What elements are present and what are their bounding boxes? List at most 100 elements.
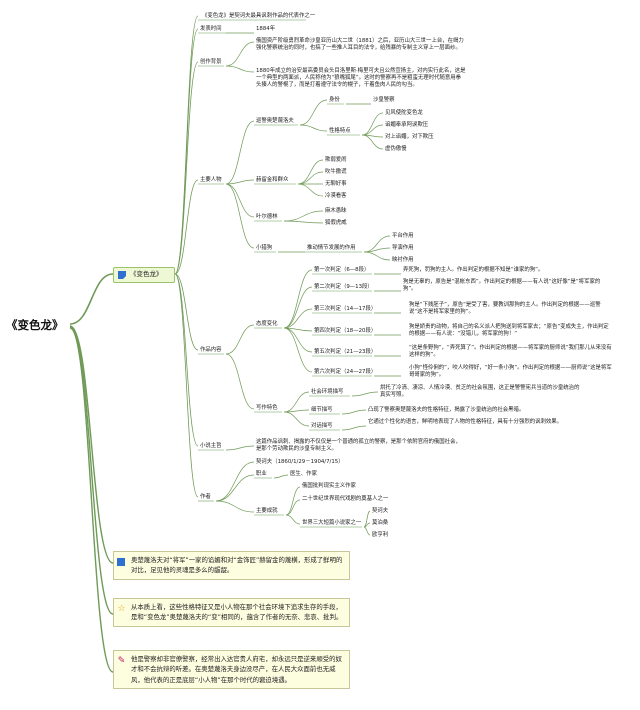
yeldyrin-node[interactable]: 叶尔德林	[256, 214, 278, 220]
verdict-text[interactable]: 狗是无辜的，原告是“混帐东西”。作出判定的根据——有人说“这好像”是“将军家的狗…	[403, 279, 601, 293]
connector	[283, 411, 310, 427]
verdict-label[interactable]: 第三次判定（14—17段）	[314, 306, 377, 312]
connector	[174, 273, 199, 447]
khryukin-trait[interactable]: 无聊好事	[325, 181, 347, 187]
connector	[283, 391, 310, 413]
writing-item-label[interactable]: 社会环境描写	[311, 389, 344, 395]
connector	[285, 499, 301, 516]
ochum-trait[interactable]: 虚伪傲慢	[385, 146, 407, 152]
note-text: 他是警察却非官僚警察，经常出入达官贵人府宅，却永远只是逆来顺受的奴才和不会抗辩的…	[131, 655, 342, 684]
connector	[297, 171, 324, 185]
khryukin-trait[interactable]: 欺弱爱闹	[325, 157, 347, 163]
background-p2[interactable]: 1880年成立的治安最高委员会头目洛里斯·梅里可夫且公然宣扬主，对内实行此名，这…	[256, 68, 466, 89]
khryukin-trait[interactable]: 吹牛撒谎	[325, 169, 347, 175]
job-label[interactable]: 职业	[256, 471, 267, 477]
dog-node[interactable]: 小猎狗	[256, 245, 273, 251]
flag-icon	[118, 271, 126, 279]
connector	[225, 41, 255, 67]
traits-label[interactable]: 性格特点	[329, 128, 351, 134]
connector	[299, 99, 328, 126]
identity-label[interactable]: 身份	[329, 97, 340, 103]
dog-role[interactable]: 导演作用	[392, 245, 414, 251]
identity-value[interactable]: 沙皇警察	[373, 97, 395, 103]
verdict-text[interactable]: 狗是“下贱胚子”，原告“是受了害，要教训那狗的主人。作出判定的根据——巡警说“这…	[409, 302, 601, 316]
root-node[interactable]: 《变色龙》	[6, 318, 64, 332]
author-name[interactable]: 契诃夫（1860/1/29－1904/7/15）	[256, 459, 344, 465]
verdict-label[interactable]: 第四次判定（18—20段）	[314, 328, 377, 334]
theme-label[interactable]: 小说主旨	[200, 443, 222, 449]
masters-label[interactable]: 世界三大短篇小说家之一	[302, 520, 362, 526]
flag-icon	[117, 558, 125, 566]
verdict-label[interactable]: 第一次判定（6—8段）	[314, 267, 370, 273]
dog-role[interactable]: 映衬作用	[392, 257, 414, 263]
connector	[174, 273, 199, 351]
verdict-text[interactable]: 狗是娇贵的动物，将自己的名义派人把狗送到将军家去；“原告”变成失主，作出判定的根…	[409, 324, 609, 338]
note-box[interactable]: ✎ 他是警察却非官僚警察，经常出入达官贵人府宅，却永远只是逆来顺受的奴才和不会抗…	[113, 650, 350, 690]
khryukin-node[interactable]: 赫留金和群众	[256, 177, 289, 183]
achieve-label[interactable]: 主要成就	[256, 508, 278, 514]
achievement[interactable]: 俄国批判现实主义作家	[302, 483, 356, 489]
characters-label[interactable]: 主要人物	[200, 177, 222, 183]
achievement[interactable]: 二十世纪世界现代戏剧的奠基人之一	[302, 496, 389, 502]
theme-text[interactable]: 这篇作品讽刺、揭露的不仅仅是一个普通的孤立的警察，是那个依附官府的俄国社会，是那…	[256, 439, 461, 453]
master-name[interactable]: 欧亨利	[372, 532, 389, 538]
dog-role[interactable]: 平台作用	[392, 233, 414, 239]
ochum-trait[interactable]: 谄媚奉承阿谀欺压	[385, 122, 429, 128]
verdict-label[interactable]: 第二次判定（9—13段）	[314, 284, 373, 290]
verdict-text[interactable]: “这是条野狗”，“弄死算了”。作出判定的根据——将军家的厨师说“我们那儿从来没有…	[409, 345, 612, 359]
connector	[225, 120, 255, 185]
ochum-trait[interactable]: 见风使舵变色龙	[385, 110, 423, 116]
book-node[interactable]: 《变色龙》	[113, 267, 175, 283]
connector	[283, 220, 324, 224]
intro-node[interactable]: 《变色龙》是契诃夫最具讽刺作品的代表作之一	[202, 13, 316, 19]
connector	[225, 445, 255, 451]
verdict-label[interactable]: 第五次判定（21—23段）	[314, 349, 377, 355]
writing-item-label[interactable]: 对话描写	[311, 423, 333, 429]
job-value[interactable]: 医生、作家	[290, 471, 317, 477]
content-label[interactable]: 作品内容	[200, 347, 222, 353]
connector	[363, 251, 391, 261]
ochum-trait[interactable]: 对上谄媚，对下欺压	[385, 134, 434, 140]
verdict-text[interactable]: 小狗“怪伶俐的”，咬人咬得好，“好一条小狗”。作出判定的根据——厨师说“这是将军…	[409, 365, 612, 379]
writing-item-text[interactable]: 它通过个性化的语言，鲜明地表现了人物的性格特征，具有十分强烈的讽刺效果。	[368, 419, 563, 425]
connector	[215, 474, 255, 502]
connector	[341, 409, 367, 415]
book-title: 《变色龙》	[130, 270, 163, 278]
connector	[283, 327, 313, 373]
connector	[215, 461, 255, 502]
yeldyrin-trait[interactable]: 狐假虎威	[325, 220, 347, 226]
background-label[interactable]: 创作背景	[200, 59, 222, 65]
writing-label[interactable]: 写作特色	[256, 405, 278, 411]
master-name[interactable]: 莫泊桑	[372, 520, 389, 526]
attitude-label[interactable]: 态度变化	[256, 321, 278, 327]
pencil-icon: ✎	[117, 656, 126, 666]
connector	[283, 210, 324, 222]
connector	[69, 327, 114, 673]
verdict-label[interactable]: 第六次判定（24—27段）	[314, 369, 377, 375]
connector	[363, 235, 391, 253]
connector	[361, 134, 384, 150]
connector	[283, 327, 313, 353]
khryukin-trait[interactable]: 冷漠看客	[325, 193, 347, 199]
background-p1[interactable]: 俄国资产阶级勇烈革命沙皇亚历山大二世（1881）之后，亚历山大三世一上台，在竭力…	[256, 38, 464, 52]
master-name[interactable]: 契诃夫	[372, 508, 389, 514]
yeldyrin-trait[interactable]: 麻木愚昧	[325, 208, 347, 214]
author-label[interactable]: 作者	[200, 494, 211, 500]
dog-role-label[interactable]: 推动情节发展的作用	[307, 245, 356, 251]
connector	[361, 112, 384, 136]
writing-item-label[interactable]: 细节描写	[311, 407, 333, 413]
note-box[interactable]: 奥楚蔑洛夫对“将军”一家的谄媚和对“金饰匠”赫留金的蔑横，形成了鲜明的对比，足见…	[113, 551, 350, 580]
verdict-text[interactable]: 弄死狗，罚狗的主人。作出判定的根据不知是“谁家的狗”。	[403, 267, 544, 273]
connector	[225, 183, 255, 218]
ochum-node[interactable]: 巡警奥楚蔑洛夫	[256, 118, 294, 124]
writing-item-text[interactable]: 凸现了警察奥楚蔑洛夫的性格特征，揭露了沙皇统治的社会黑暗。	[368, 407, 525, 413]
publish-label[interactable]: 发表时间	[200, 26, 222, 32]
connector	[297, 183, 324, 197]
publish-year[interactable]: 1884年	[256, 26, 276, 32]
connector	[225, 183, 255, 249]
note-box[interactable]: ☆ 从本质上看，这些性格特征又是小人物在那个社会环境下追求生存的手段，是和“变色…	[113, 598, 350, 627]
connector	[361, 124, 384, 136]
writing-item-text[interactable]: 烘托了冷清、凄凉、人情冷漠、贫乏的社会氛围，这正是警警宪兵当道的沙皇统治的真实写…	[380, 385, 580, 399]
